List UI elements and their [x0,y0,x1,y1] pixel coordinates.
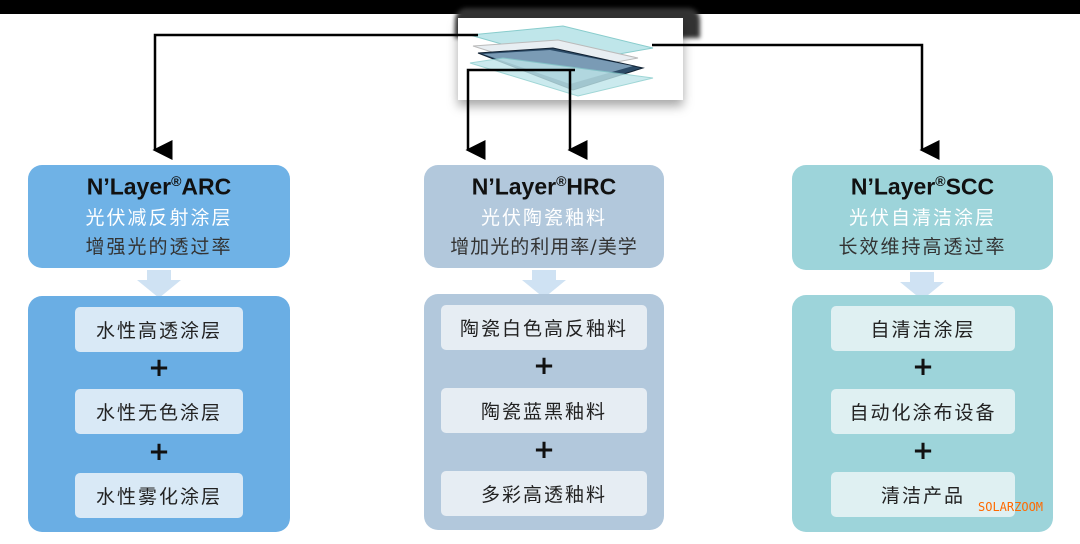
hrc-header-box: N’Layer®HRC 光伏陶瓷釉料 增加光的利用率/美学 [424,165,664,268]
plus-sign: + [912,436,934,466]
scc-title: N’Layer®SCC [850,173,995,200]
scc-description: 长效维持高透过率 [838,235,1007,258]
arc-item: 水性无色涂层 [75,389,243,434]
hrc-subtitle: 光伏陶瓷釉料 [480,206,607,229]
arc-title: N’Layer®ARC [86,173,232,200]
arc-item: 水性高透涂层 [75,307,243,352]
scc-header-box: N’Layer®SCC 光伏自清洁涂层 长效维持高透过率 [792,165,1053,270]
arc-description: 增强光的透过率 [85,235,233,258]
scc-item: 自动化涂布设备 [831,389,1015,434]
plus-sign: + [148,353,170,383]
down-arrow-icon [522,280,566,298]
top-bar [0,0,1080,14]
hrc-item: 多彩高透釉料 [441,471,647,516]
arc-subtitle: 光伏减反射涂层 [85,206,233,229]
arc-item: 水性雾化涂层 [75,473,243,518]
hrc-description: 增加光的利用率/美学 [450,235,638,258]
plus-sign: + [533,435,555,465]
scc-item: 清洁产品 [831,472,1015,517]
plus-sign: + [533,351,555,381]
down-arrow-icon [147,270,171,280]
plus-sign: + [912,352,934,382]
down-arrow-icon [910,272,934,282]
hrc-item: 陶瓷白色高反釉料 [441,305,647,350]
plus-sign: + [148,437,170,467]
arc-header-box: N’Layer®ARC 光伏减反射涂层 增强光的透过率 [28,165,290,268]
hrc-title: N’Layer®HRC [471,173,617,200]
scc-subtitle: 光伏自清洁涂层 [848,206,996,229]
watermark: SOLARZOOM [978,500,1044,514]
hrc-item: 陶瓷蓝黑釉料 [441,388,647,433]
solar-panel-layers-image [458,18,683,100]
down-arrow-icon [137,280,181,298]
scc-item: 自清洁涂层 [831,306,1015,351]
down-arrow-icon [532,270,556,280]
